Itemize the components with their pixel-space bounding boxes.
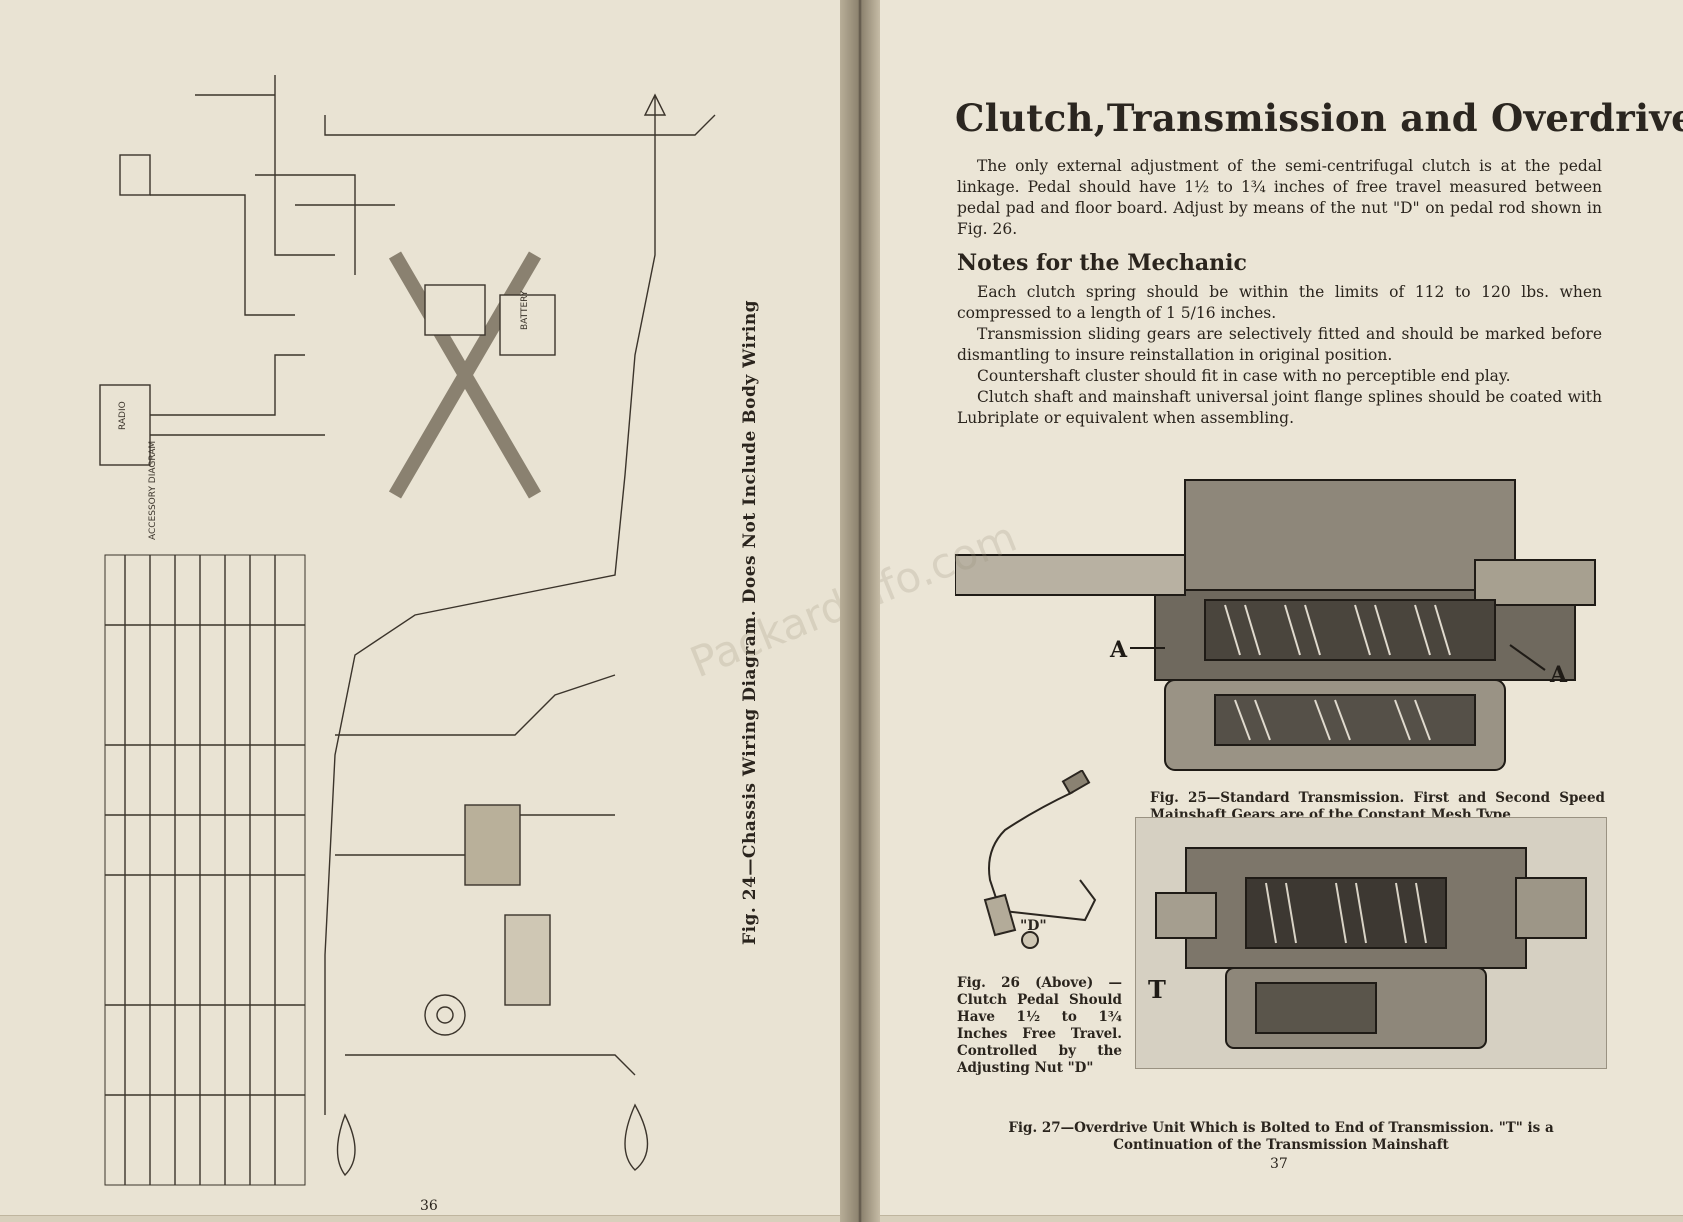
left-page: ACCESSORY DIAGRAM BATTERY RADIO Fig. 24—…	[0, 0, 860, 1222]
transmission-cutaway-figure: A A	[955, 479, 1596, 771]
page-edge-left	[0, 1215, 860, 1222]
note-item: Clutch shaft and mainshaft universal joi…	[957, 388, 1602, 427]
intro-paragraph: The only external adjustment of the semi…	[957, 156, 1602, 240]
page-title: Clutch,Transmission and Overdrive	[955, 96, 1683, 140]
notes-list: Each clutch spring should be within the …	[957, 282, 1602, 429]
fig25-label-a-right: A	[1549, 662, 1568, 688]
page-edge-right	[860, 1215, 1683, 1222]
chassis-wiring-diagram: ACCESSORY DIAGRAM BATTERY RADIO	[99, 75, 716, 1186]
page-number-right: 37	[1270, 1156, 1288, 1172]
fig27-label-t: T	[1148, 975, 1166, 1004]
note-item: Transmission sliding gears are selective…	[957, 325, 1602, 364]
note-item: Countershaft cluster should fit in case …	[977, 367, 1511, 385]
intro-text: The only external adjustment of the semi…	[957, 157, 1602, 238]
page-number-left: 36	[420, 1198, 438, 1214]
fig25-label-a-left: A	[1109, 637, 1128, 663]
note-item: Each clutch spring should be within the …	[957, 283, 1602, 322]
radio-label: RADIO	[118, 401, 128, 430]
accessory-diagram-label: ACCESSORY DIAGRAM	[148, 441, 158, 540]
right-page: Clutch,Transmission and Overdrive The on…	[860, 0, 1683, 1222]
fig27-caption: Fig. 27—Overdrive Unit Which is Bolted t…	[1008, 1120, 1554, 1153]
book-gutter	[840, 0, 880, 1222]
clutch-pedal-figure: "D"	[983, 770, 1097, 949]
notes-heading: Notes for the Mechanic	[957, 250, 1247, 276]
overdrive-unit-figure: T	[1135, 817, 1607, 1069]
battery-label: BATTERY	[520, 290, 530, 330]
fig26-label-d: "D"	[1020, 918, 1047, 934]
fig26-caption: Fig. 26 (Above) — Clutch Pedal Should Ha…	[957, 975, 1122, 1076]
